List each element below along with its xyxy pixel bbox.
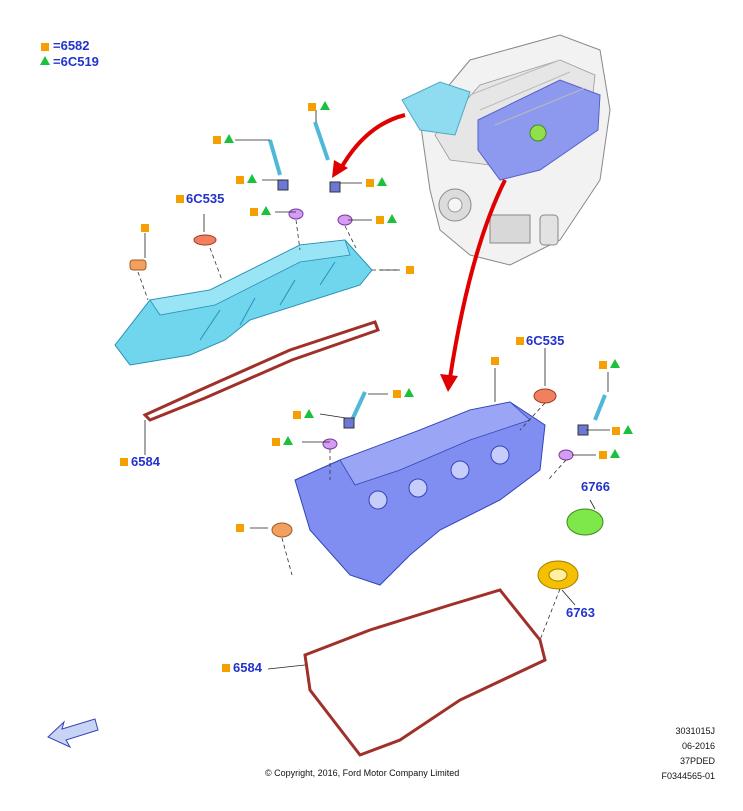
callout-triangle-marker [224, 134, 234, 143]
callout-square-marker [213, 136, 221, 144]
callout-square-marker [250, 208, 258, 216]
callout-triangle-marker [610, 359, 620, 368]
upper-valve-cover [114, 239, 373, 366]
legend-square-label: =6582 [53, 38, 90, 53]
seal-lower-square [516, 337, 524, 345]
callout-square-marker [308, 103, 316, 111]
callout-square-marker [141, 224, 149, 232]
callout-triangle-marker [304, 409, 314, 418]
callout-square-marker [599, 361, 607, 369]
label-oil-cap: 6766 [581, 479, 610, 494]
red-indicator-arrows [332, 113, 507, 392]
callout-triangle-marker [377, 177, 387, 186]
lower-valve-cover [294, 401, 546, 586]
callout-square-marker [612, 427, 620, 435]
meta-line-2: 06-2016 [681, 741, 715, 751]
callout-triangle-marker [261, 206, 271, 215]
label-seal-upper: 6C535 [186, 191, 225, 206]
callout-triangle-marker [320, 101, 330, 110]
callout-square-marker [393, 390, 401, 398]
callout-square-marker [272, 438, 280, 446]
label-gasket-upper: 6584 [131, 454, 160, 469]
callout-square-marker [236, 524, 244, 532]
view-direction-arrow-icon [47, 718, 99, 749]
callout-triangle-marker [623, 425, 633, 434]
callout-square-marker [366, 179, 374, 187]
legend-square-icon [41, 43, 49, 51]
label-gasket-lower: 6584 [233, 660, 262, 675]
callout-triangle-marker [387, 214, 397, 223]
lower-small-parts [271, 388, 607, 641]
callout-triangle-marker [610, 449, 620, 458]
callout-square-marker [599, 451, 607, 459]
callout-triangle-marker [247, 174, 257, 183]
meta-line-1: 3031015J [675, 726, 715, 736]
gasket-lower-square [222, 664, 230, 672]
callout-triangle-marker [404, 388, 414, 397]
legend-triangle-label: =6C519 [53, 54, 99, 69]
label-seal-lower: 6C535 [526, 333, 565, 348]
engine-assembly [401, 34, 611, 266]
lower-gasket [303, 588, 547, 757]
meta-block: 3031015J 06-2016 37PDED F0344565-01 [661, 726, 715, 782]
callout-triangle-marker [283, 436, 293, 445]
copyright-text: © Copyright, 2016, Ford Motor Company Li… [265, 768, 460, 778]
callout-square-marker [236, 176, 244, 184]
legend-triangle-icon [40, 56, 50, 65]
label-filler-neck: 6763 [566, 605, 595, 620]
leader-lines [144, 110, 610, 670]
callout-square-marker [406, 266, 414, 274]
callout-square-marker [491, 357, 499, 365]
seal-upper-square [176, 195, 184, 203]
gasket-upper-square [120, 458, 128, 466]
upper-small-parts [129, 121, 400, 301]
upper-gasket [142, 320, 380, 422]
meta-line-4: F0344565-01 [661, 771, 715, 781]
callout-square-marker [293, 411, 301, 419]
callout-square-marker [376, 216, 384, 224]
meta-line-3: 37PDED [679, 756, 715, 766]
